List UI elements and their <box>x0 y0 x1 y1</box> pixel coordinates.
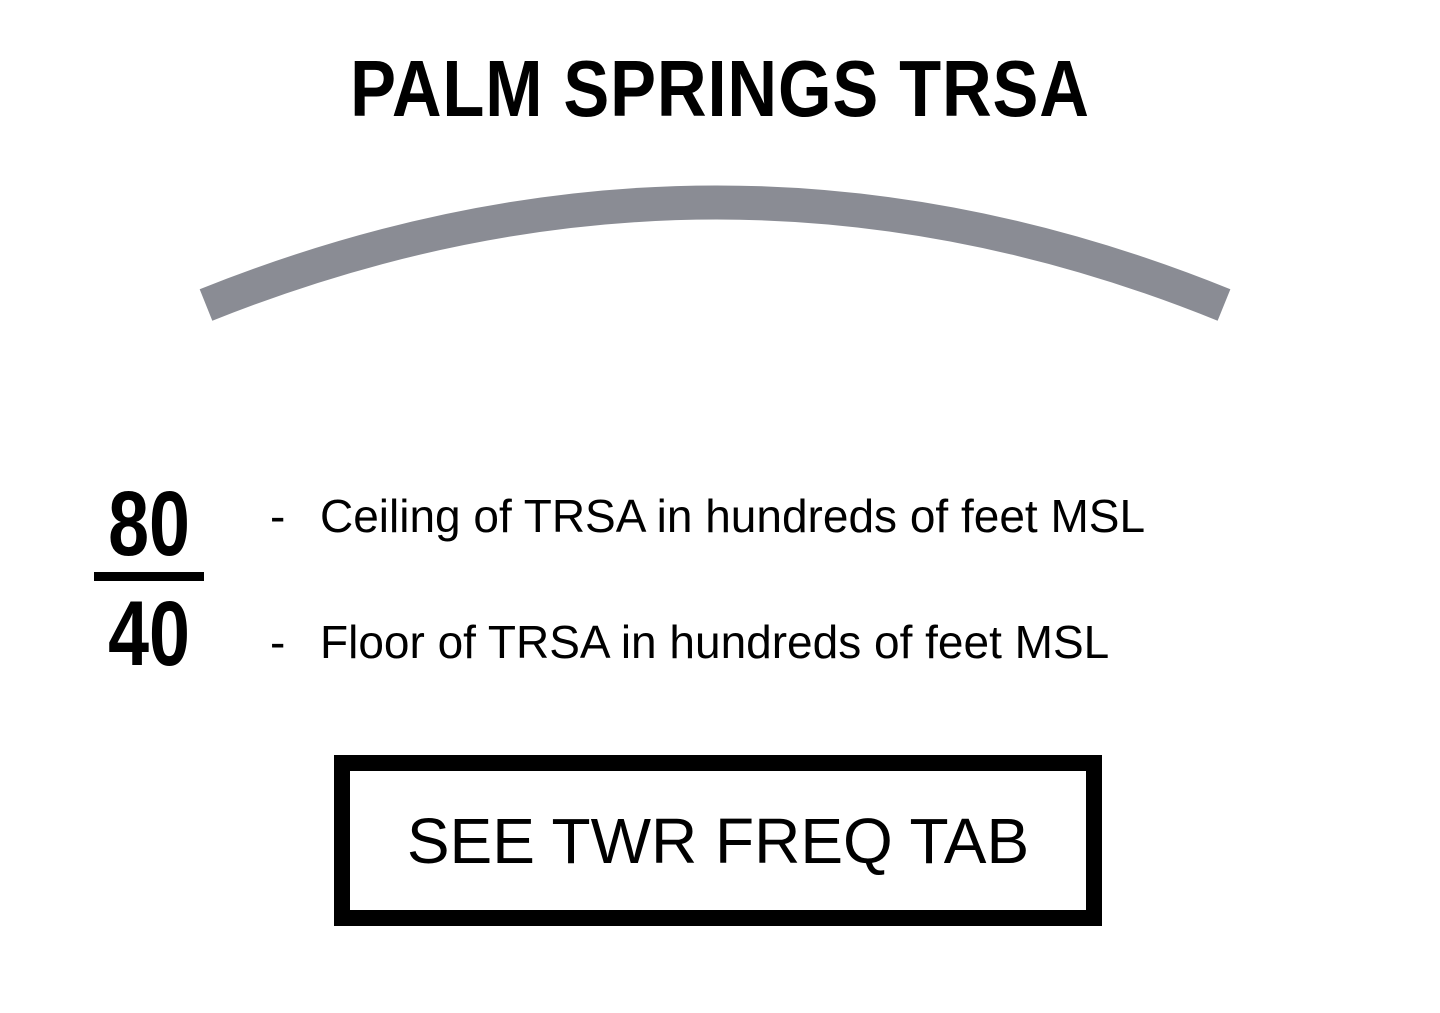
trsa-boundary-line <box>199 185 1231 321</box>
ceiling-legend-dash: - <box>270 490 286 542</box>
floor-legend-text: Floor of TRSA in hundreds of feet MSL <box>320 616 1110 668</box>
frequency-box-label: SEE TWR FREQ TAB <box>406 804 1030 877</box>
fraction-bar <box>94 572 204 581</box>
frequency-box: SEE TWR FREQ TAB <box>334 755 1102 926</box>
ceiling-altitude-value: 80 <box>108 473 190 575</box>
ceiling-legend-text: Ceiling of TRSA in hundreds of feet MSL <box>320 490 1146 542</box>
floor-altitude-value: 40 <box>108 583 190 685</box>
floor-legend-dash: - <box>270 616 286 668</box>
chart-title: PALM SPRINGS TRSA <box>350 44 1090 133</box>
